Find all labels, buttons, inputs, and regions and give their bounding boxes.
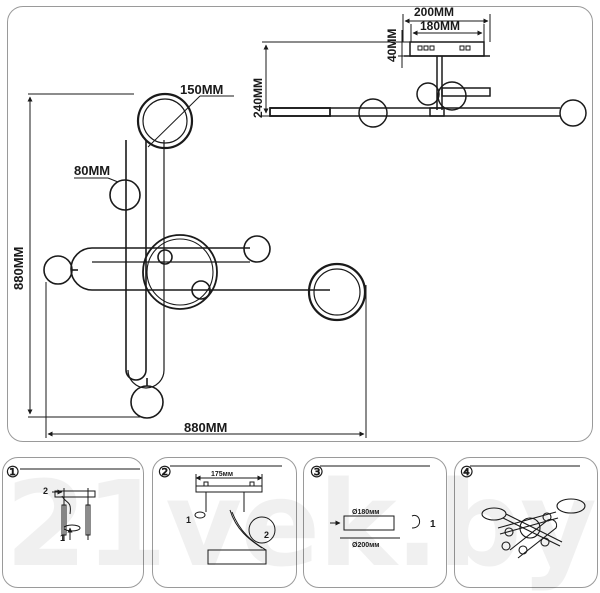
top-disc xyxy=(136,92,194,150)
step-3-inner-label: Ø180мм xyxy=(352,509,379,516)
step-1-number: ① xyxy=(6,464,19,481)
globe-center-small xyxy=(157,249,173,265)
step-4-number: ④ xyxy=(460,464,473,481)
disc-diameter-label: 150MM xyxy=(180,82,223,97)
center-ring xyxy=(142,234,218,310)
step-2-number: ② xyxy=(158,464,171,481)
step-2-illustration xyxy=(170,465,282,565)
step-1-label-1: 1 xyxy=(60,533,65,543)
globe-80mm xyxy=(109,179,141,211)
horizontal-loop xyxy=(70,247,330,291)
base-height-label: 40MM xyxy=(385,29,399,62)
main-dimension-lines xyxy=(27,93,367,438)
outer-width-label: 200MM xyxy=(414,5,454,19)
step-2-label-2: 2 xyxy=(264,530,269,540)
globe-left xyxy=(43,255,73,285)
step-1-label-2: 2 xyxy=(43,486,48,496)
side-dimension-lines xyxy=(262,14,491,117)
globe-right-top xyxy=(243,235,271,263)
step-1-illustration xyxy=(20,468,140,540)
vertical-loop xyxy=(125,140,147,381)
ceiling-base xyxy=(409,41,485,57)
base-screws xyxy=(417,45,471,51)
height-label: 880MM xyxy=(11,247,26,290)
step-3-label-1: 1 xyxy=(430,519,436,530)
step-2-label-1: 1 xyxy=(186,515,191,525)
step-4-illustration xyxy=(470,465,586,559)
step-3-outer-label: Ø200мм xyxy=(352,542,379,549)
chandelier-front-view xyxy=(43,92,367,419)
globe-diameter-label: 80MM xyxy=(74,163,110,178)
globe-bottom xyxy=(130,385,164,419)
step-3-number: ③ xyxy=(310,464,323,481)
total-height-label: 240MM xyxy=(251,78,265,118)
step-3-illustration xyxy=(320,465,430,539)
step-3-panel xyxy=(303,457,447,588)
chandelier-side-view xyxy=(269,41,587,128)
right-disc xyxy=(307,262,367,322)
step-4-panel xyxy=(454,457,598,588)
step-1-panel xyxy=(2,457,144,588)
step-2-width-label: 175мм xyxy=(211,471,233,478)
main-diagram-frame xyxy=(7,6,593,442)
globe-center xyxy=(191,280,211,300)
width-label: 880MM xyxy=(184,420,227,435)
inner-width-label: 180MM xyxy=(420,19,460,33)
